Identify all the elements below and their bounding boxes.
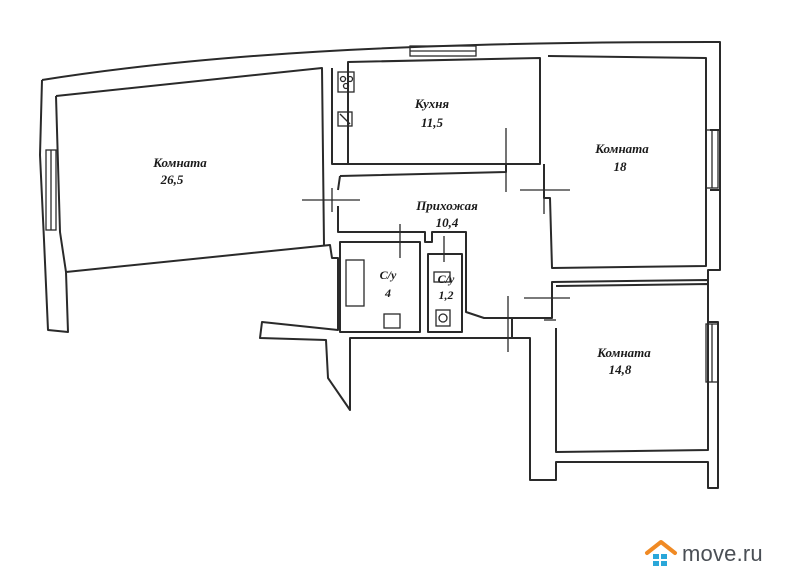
room-label-large: Комната 26,5 <box>152 155 207 187</box>
watermark-logo: move.ru <box>644 536 763 572</box>
bathroom-name: С/у <box>380 268 397 282</box>
room-label-right-top: Комната 18 <box>594 141 649 174</box>
room-large-name: Комната <box>152 155 207 170</box>
room-label-bathroom: С/у 4 <box>380 268 397 300</box>
room-label-right-bottom: Комната 14,8 <box>596 345 651 377</box>
window-left <box>45 149 57 231</box>
toilet-area: 1,2 <box>439 288 454 302</box>
bathroom-area: 4 <box>384 286 391 300</box>
hallway-area: 10,4 <box>436 215 459 230</box>
window-right-bottom <box>705 323 719 383</box>
room-right-bottom-name: Комната <box>596 345 651 360</box>
room-right-top-area: 18 <box>614 159 628 174</box>
kitchen-walls <box>331 57 541 165</box>
window-top <box>409 45 477 57</box>
room-label-hallway: Прихожая 10,4 <box>415 198 478 230</box>
room-right-bottom-walls <box>544 283 709 453</box>
room-right-bottom-area: 14,8 <box>609 362 632 377</box>
kitchen-name: Кухня <box>414 96 450 111</box>
kitchen-area: 11,5 <box>421 115 444 130</box>
room-right-top-name: Комната <box>594 141 649 156</box>
toilet-walls <box>427 253 463 333</box>
room-large-area: 26,5 <box>160 172 184 187</box>
bathroom-walls <box>339 241 421 333</box>
room-label-kitchen: Кухня 11,5 <box>414 96 450 130</box>
toilet-name: С/у <box>438 272 455 286</box>
window-right-top <box>705 129 719 189</box>
room-label-toilet: С/у 1,2 <box>438 272 455 302</box>
hallway-name: Прихожая <box>415 198 478 213</box>
house-icon <box>645 540 677 566</box>
outer-walls <box>39 41 721 489</box>
room-right-top-walls <box>543 55 707 269</box>
door-markers <box>302 128 570 352</box>
watermark-brand: move.ru <box>682 541 763 566</box>
